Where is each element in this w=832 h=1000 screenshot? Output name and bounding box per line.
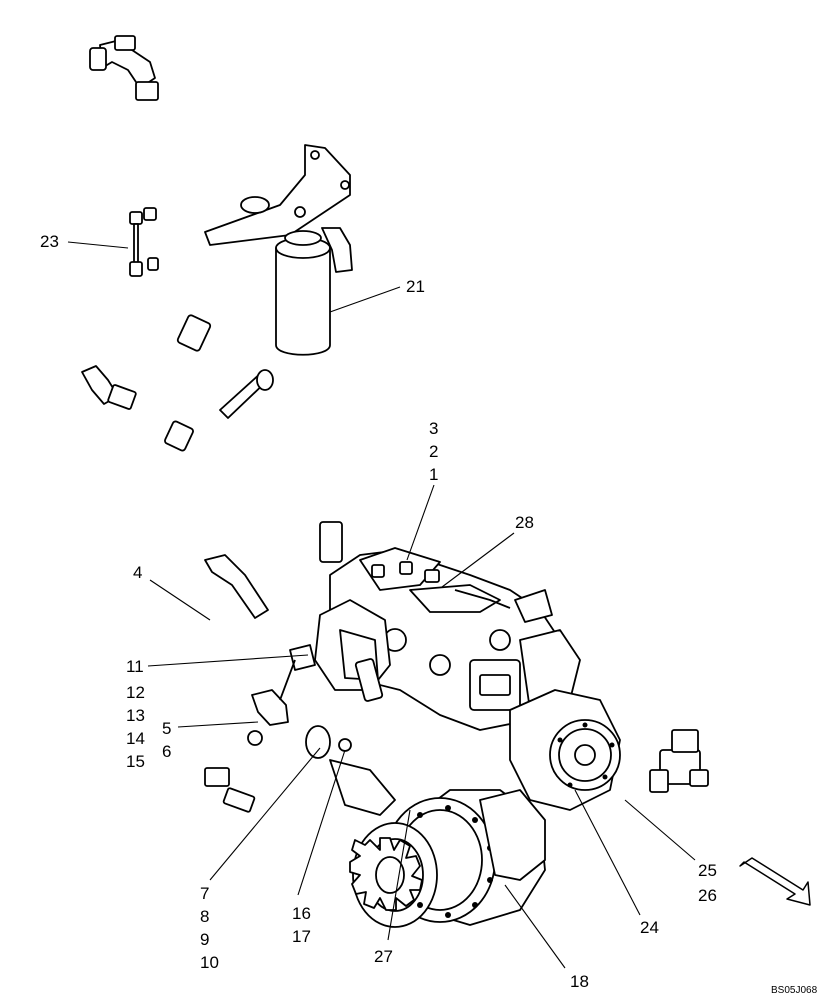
callout-1: 1 [429,465,438,484]
reference-code: BS05J068 [771,985,818,996]
callout-8: 8 [200,907,209,926]
hydraulic-pump-left [279,599,396,816]
part-23-link [129,207,159,277]
callout-23: 23 [40,232,59,251]
fittings [81,35,709,813]
callout-24: 24 [640,918,659,937]
callout-13: 13 [126,706,145,725]
callout-14: 14 [126,729,145,748]
callout-11: 11 [126,657,144,676]
callout-3: 3 [429,419,438,438]
callout-15: 15 [126,752,145,771]
callout-27: 27 [374,947,393,966]
part-21-filter [204,144,351,356]
callout-9: 9 [200,930,209,949]
callout-26: 26 [698,886,717,905]
hydraulic-motor-right [509,689,621,811]
callout-28: 28 [515,513,534,532]
callout-labels: 23 21 3 2 1 28 4 11 12 13 14 15 5 6 7 8 … [40,232,717,991]
drive-motor-sprocket [349,789,546,928]
callout-25: 25 [698,861,717,880]
callout-21: 21 [406,277,425,296]
support-bar [204,369,274,619]
callout-7: 7 [200,884,209,903]
callout-5: 5 [162,719,171,738]
callout-17: 17 [292,927,311,946]
callout-2: 2 [429,442,438,461]
callout-18: 18 [570,972,589,991]
callout-12: 12 [126,683,145,702]
callout-6: 6 [162,742,171,761]
control-valve-block [329,547,581,731]
callout-16: 16 [292,904,311,923]
callout-10: 10 [200,953,219,972]
callout-4: 4 [133,563,142,582]
forward-direction-arrow-icon [739,857,811,906]
leader-lines [67,241,696,969]
